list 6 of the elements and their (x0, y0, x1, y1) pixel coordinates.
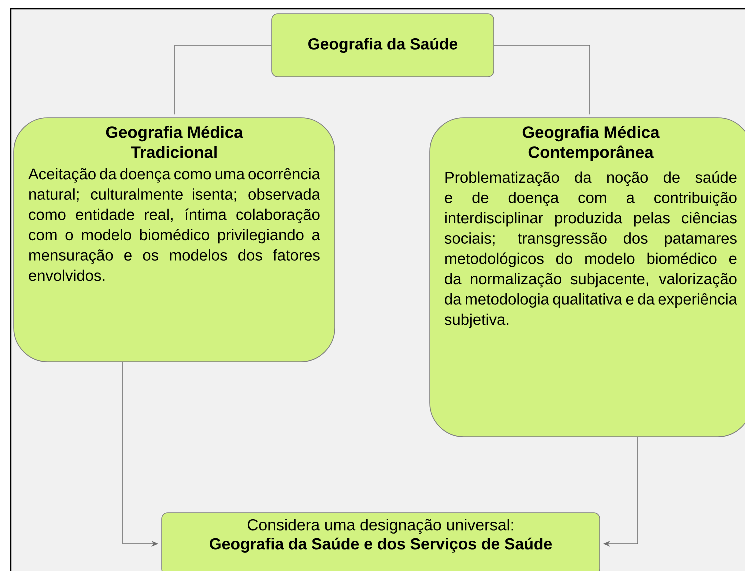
concept-box: Considera uma designação universal: Geografia da Saúde e dos Serviços de Saúde (162, 512, 600, 571)
connector (494, 45, 590, 115)
connector (174, 45, 272, 115)
concept-box: Geografia Médica Tradicional Aceitação da doença como uma ocorrência natural; culturalmente isenta; observada como entidade real, íntima colaboração com o modelo biomédico privilegiando a mensuração e os modelos dos fatores envolvidos. (14, 118, 336, 362)
concept-box: Geografia Médica Contemporânea Problematização da noção de saúde e de doença com a contribuição interdisciplinar produzida pelas ciências sociais; transgressão dos patamares metodológicos do modelo biomédico e da normalização subjacente, valorização da metodologia qualitativa e da experiência subjetiva. (430, 118, 745, 438)
concept-box: Geografia da Saúde (272, 14, 494, 78)
